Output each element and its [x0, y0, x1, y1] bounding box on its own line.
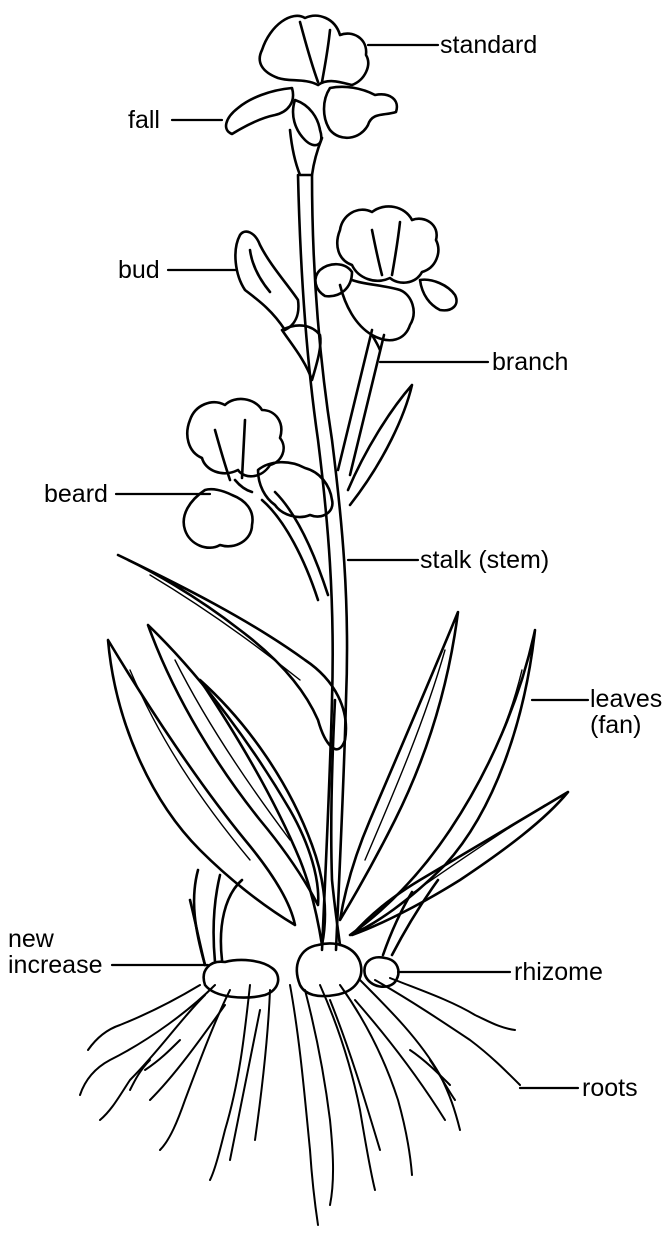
stalk-drawing: [298, 175, 347, 950]
label-standard: standard: [440, 32, 537, 58]
label-branch: branch: [492, 349, 568, 375]
label-roots: roots: [582, 1075, 638, 1101]
branch-drawing: [338, 330, 412, 505]
label-stalk: stalk (stem): [420, 547, 549, 573]
middle-flower-drawing: [315, 206, 456, 350]
label-rhizome: rhizome: [514, 959, 603, 985]
lower-flower-drawing: [184, 399, 333, 548]
new-increase-drawing: [190, 870, 242, 965]
label-bud: bud: [118, 257, 160, 283]
label-increase: increase: [8, 952, 103, 978]
roots-drawing: [80, 978, 520, 1225]
label-beard: beard: [44, 481, 108, 507]
label-fan: (fan): [590, 712, 662, 738]
top-flower-drawing: [226, 16, 397, 175]
label-new-increase-group: new increase: [8, 926, 103, 978]
label-fall: fall: [128, 107, 160, 133]
label-leaves-fan: leaves (fan): [590, 686, 662, 738]
label-new: new: [8, 926, 103, 952]
lower-branch-drawing: [262, 492, 328, 600]
label-leaves: leaves: [590, 686, 662, 712]
